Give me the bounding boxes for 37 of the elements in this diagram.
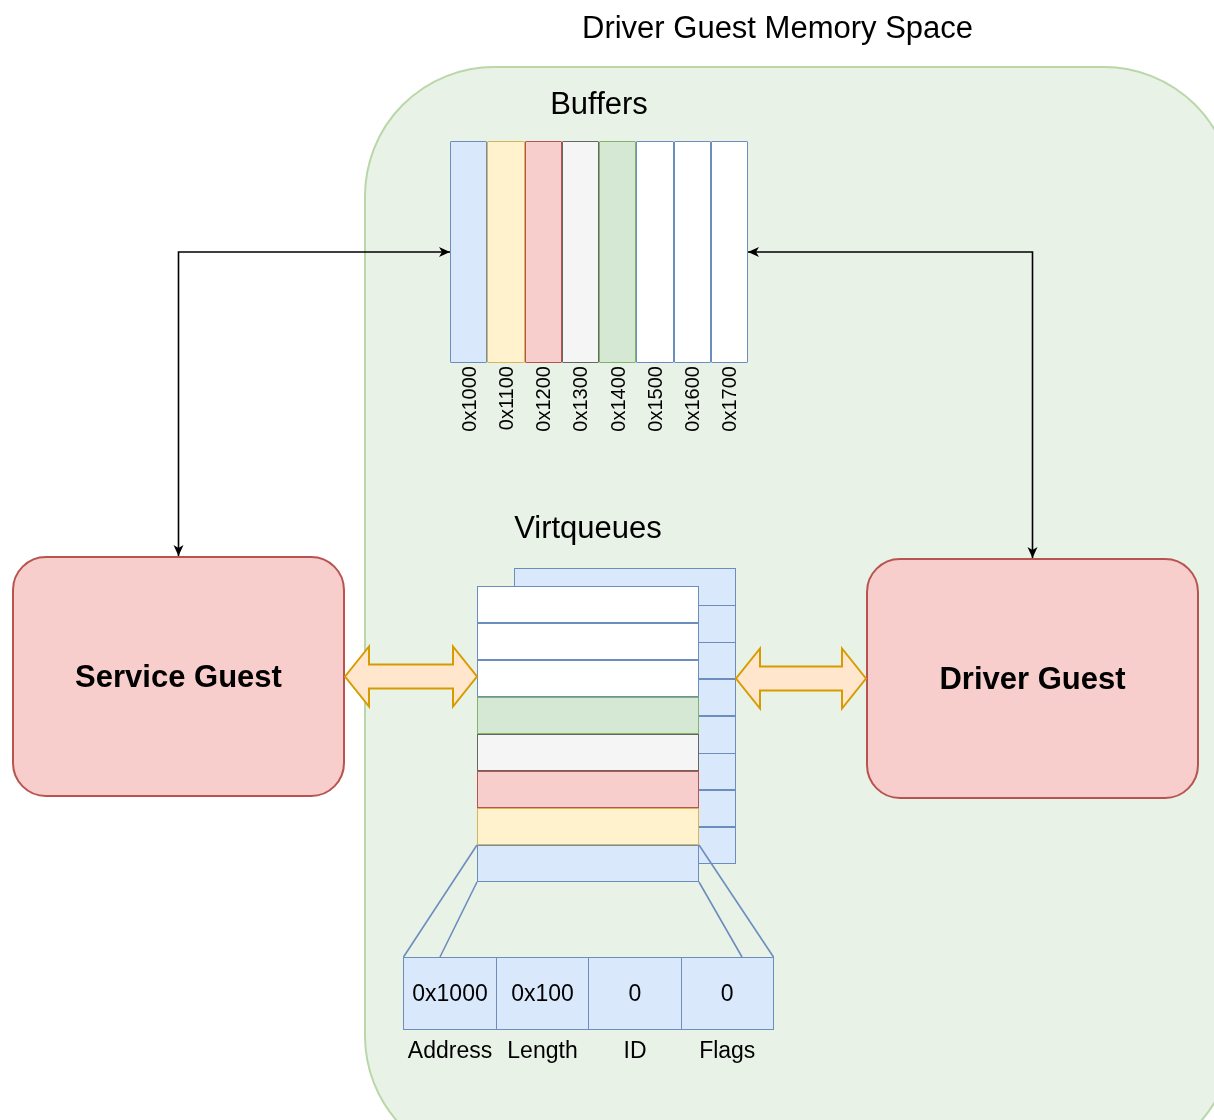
- address-label: 0x1500: [643, 366, 667, 432]
- queue-row: [477, 586, 699, 623]
- block-arrow: [734, 645, 868, 712]
- address-label: 0x1100: [494, 366, 518, 431]
- zoom-line: [698, 844, 775, 958]
- panel-title: Driver Guest Memory Space: [582, 10, 974, 46]
- zoom-line: [402, 844, 478, 958]
- field-name: Address: [407, 1037, 493, 1064]
- field-value: 0x1000: [412, 980, 488, 1007]
- field-name: Length: [507, 1037, 578, 1064]
- field-value: 0: [628, 980, 642, 1007]
- address-label: 0x1200: [531, 366, 555, 432]
- guest-label: Service Guest: [75, 658, 282, 695]
- address-label: 0x1300: [568, 366, 592, 432]
- queue-row: [477, 623, 699, 660]
- guest-box: [866, 558, 1199, 799]
- queue-row: [477, 771, 699, 808]
- queue-row: [477, 845, 699, 882]
- queue-row: [477, 660, 699, 697]
- block-arrow: [343, 643, 479, 710]
- queue-row: [477, 697, 699, 734]
- address-label: 0x1000: [457, 366, 481, 432]
- section-heading: Buffers: [550, 86, 648, 122]
- arrow: [173, 247, 451, 557]
- guest-label: Driver Guest: [939, 660, 1126, 697]
- field-name: Flags: [699, 1037, 756, 1064]
- field-name: ID: [623, 1037, 647, 1064]
- arrow: [747, 247, 1038, 559]
- address-label: 0x1700: [717, 366, 741, 432]
- address-label: 0x1600: [680, 366, 704, 432]
- field-value: 0: [720, 980, 734, 1007]
- queue-row: [477, 734, 699, 771]
- address-label: 0x1400: [606, 366, 630, 432]
- section-heading: Virtqueues: [514, 510, 662, 546]
- queue-row: [477, 808, 699, 845]
- field-value: 0x100: [511, 980, 574, 1007]
- guest-box: [12, 556, 345, 797]
